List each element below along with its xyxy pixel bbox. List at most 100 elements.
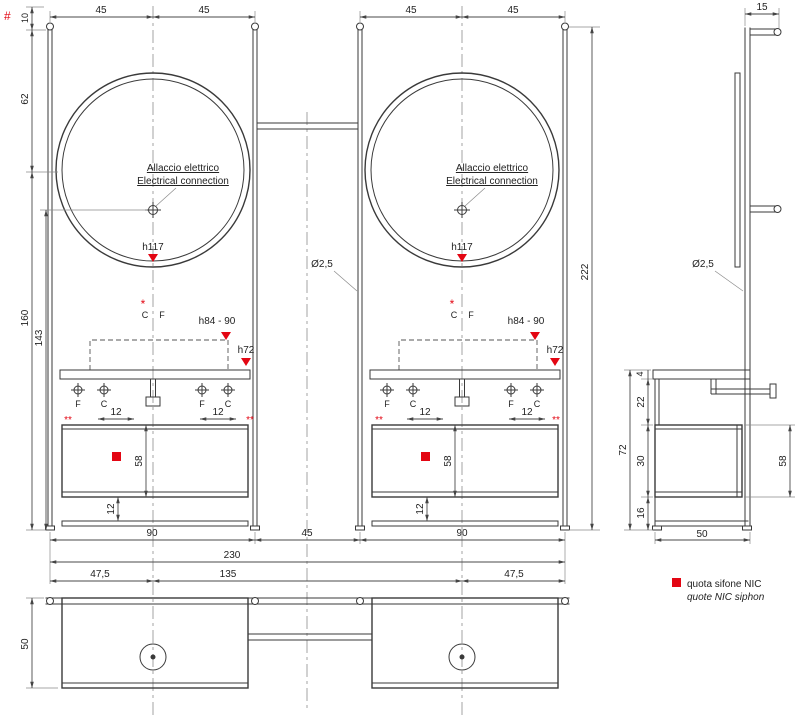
dim-50: 50 [20, 638, 31, 650]
text-labels: # 45 45 45 45 15 10 62 160 143 222 Allac… [4, 2, 789, 650]
rail-foot [250, 525, 260, 531]
hot-water-label: C [225, 399, 232, 409]
star-marker: * [141, 297, 146, 311]
dim-12: 12 [106, 503, 117, 515]
dim-58: 58 [778, 455, 789, 467]
supply-cross-icon [97, 383, 111, 397]
hash-mark: # [4, 9, 11, 23]
countertop-right [369, 369, 561, 380]
dim-45: 45 [405, 5, 417, 16]
mirror-side-profile [734, 72, 741, 268]
crossbar [256, 122, 359, 130]
dim-10: 10 [20, 13, 30, 23]
height-triangle-icon [457, 254, 467, 262]
double-star-marker: ** [246, 415, 254, 426]
dim-45: 45 [507, 5, 519, 16]
wall-rails [45, 22, 570, 531]
rail-section-icon [356, 597, 364, 605]
hot-water-label: C [451, 310, 458, 320]
star-marker: * [450, 297, 455, 311]
countertop-left [59, 369, 251, 380]
rail-foot [560, 525, 570, 531]
dim-12: 12 [212, 407, 224, 418]
bracket-anchor-icon [773, 28, 782, 36]
dim-50: 50 [696, 529, 708, 540]
supply-cross-icon [504, 383, 518, 397]
rail-section-icon [251, 597, 259, 605]
rail-foot [45, 525, 55, 531]
dim-12: 12 [521, 407, 533, 418]
supply-cross-icon [406, 383, 420, 397]
drain-outlet-icon [454, 379, 470, 407]
electrical-label-it: Allaccio elettrico [456, 163, 529, 174]
rail-foot [355, 525, 365, 531]
cold-water-label: F [508, 399, 514, 409]
cold-water-label: F [468, 310, 474, 320]
leader-line [714, 270, 744, 292]
dim-72: 72 [618, 444, 629, 456]
dim-160: 160 [20, 309, 31, 326]
leader-line [333, 270, 358, 292]
dim-22: 22 [636, 396, 647, 408]
dim-15: 15 [756, 2, 768, 13]
hot-water-label: C [142, 310, 149, 320]
hot-water-label: C [410, 399, 417, 409]
electrical-label-en: Electrical connection [446, 176, 538, 187]
double-star-marker: ** [64, 415, 72, 426]
supply-cross-icon [195, 383, 209, 397]
dim-45: 45 [95, 5, 107, 16]
hot-water-label: C [101, 399, 108, 409]
electrical-connection-icon [145, 187, 177, 218]
drain-outlet-icon [145, 379, 161, 407]
double-star-marker: ** [552, 415, 560, 426]
dim-47-5: 47,5 [504, 569, 524, 580]
electrical-label-it: Allaccio elettrico [147, 163, 220, 174]
electrical-label-en: Electrical connection [137, 176, 229, 187]
electrical-connection-icon [454, 187, 486, 218]
rail-section-icon [561, 597, 569, 605]
plan-view [26, 597, 570, 689]
mid-bracket [749, 205, 782, 213]
supply-cross-icon [380, 383, 394, 397]
basin-footprint-dashed [89, 339, 538, 370]
water-supply-icons [71, 383, 544, 397]
cold-water-label: F [199, 399, 205, 409]
supply-cross-icon [530, 383, 544, 397]
dim-h117: h117 [451, 242, 473, 253]
hot-water-label: C [534, 399, 541, 409]
height-triangle-icon [148, 254, 158, 262]
plan-crossbar [247, 633, 373, 641]
dim-222: 222 [580, 263, 591, 280]
dim-16: 16 [636, 507, 647, 519]
dim-12: 12 [419, 407, 431, 418]
front-dimensions [26, 6, 600, 584]
dim-230: 230 [224, 550, 241, 561]
cabinet-side [652, 378, 749, 531]
plan-drain-icon [139, 643, 167, 671]
height-triangle-icon [241, 358, 251, 366]
dim-58: 58 [134, 455, 145, 467]
cold-water-label: F [384, 399, 390, 409]
cold-water-label: F [75, 399, 81, 409]
plan-cabinet-left [61, 597, 249, 689]
dim-h72: h72 [547, 345, 564, 356]
dim-90: 90 [146, 528, 158, 539]
leg-foot [652, 525, 662, 531]
plan-drain-icon [448, 643, 476, 671]
dim-12: 12 [110, 407, 122, 418]
dim-58: 58 [443, 455, 454, 467]
cabinet-right [371, 424, 559, 527]
rail-anchor-icon [251, 22, 259, 31]
dim-47-5: 47,5 [90, 569, 110, 580]
bracket-anchor-icon [773, 205, 782, 213]
dim-diameter: Ø2,5 [311, 259, 333, 270]
dim-90: 90 [456, 528, 468, 539]
rail-foot [742, 525, 752, 531]
legend-text-it: quota sifone NIC [687, 579, 762, 590]
height-triangle-icon [550, 358, 560, 366]
height-triangle-icon [530, 332, 540, 340]
dim-h84-90: h84 - 90 [199, 316, 236, 327]
rail-anchor-icon [561, 22, 569, 31]
